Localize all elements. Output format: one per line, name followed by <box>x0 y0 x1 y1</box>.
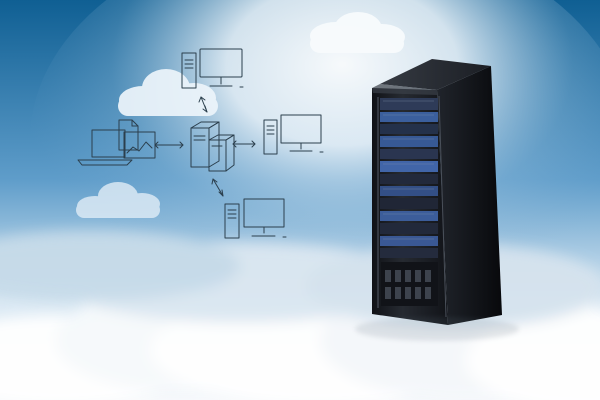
server-rack-front-panels <box>380 98 438 258</box>
connection-arrows <box>154 96 256 197</box>
background-cloud-left-top <box>118 69 218 116</box>
top-computer <box>181 48 244 89</box>
right-computer-tower-icon <box>263 119 278 155</box>
arrow-icon <box>212 178 224 197</box>
central-server-group <box>190 121 235 172</box>
document-icon <box>118 119 139 151</box>
bottom-computer-tower-icon <box>224 203 240 239</box>
foreground-cloud-layer <box>0 231 600 400</box>
bottom-computer <box>224 198 287 239</box>
server-rack-bottom-bays <box>381 262 438 306</box>
background-cloud-top-right <box>310 12 405 53</box>
top-computer-tower-icon <box>181 52 197 89</box>
background-cloud-left-bottom <box>76 182 160 218</box>
right-computer <box>263 114 324 155</box>
laptop-screen-icon <box>91 129 126 158</box>
laptop-base-icon <box>77 159 133 166</box>
network-sketch <box>77 48 324 239</box>
server-rack <box>355 59 519 341</box>
chart-sketch-icon <box>126 141 153 154</box>
